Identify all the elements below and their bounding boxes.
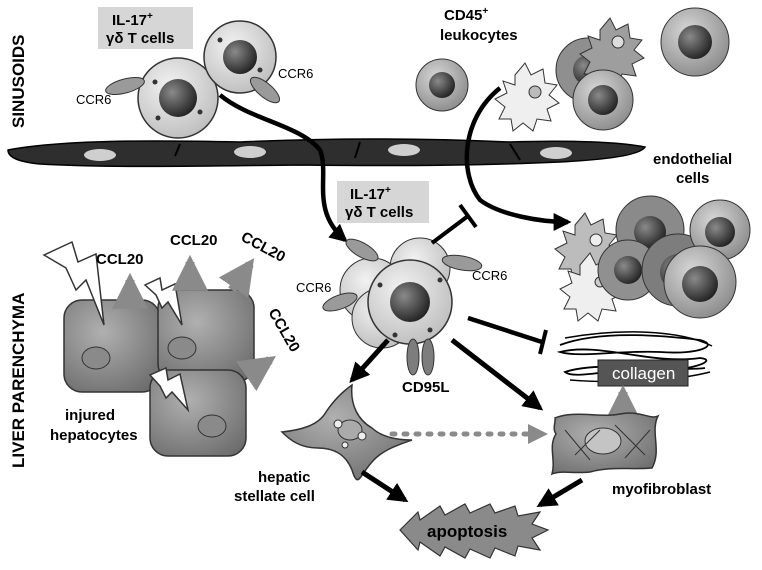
myofibroblast-to-apoptosis-arrow: [536, 477, 584, 508]
myofibroblast-cell: [550, 412, 660, 476]
leukocyte-recruitment-arrow: [464, 86, 572, 231]
inhibition-collagen-bar: [467, 315, 548, 355]
region-label-liver-parenchyma: LIVER PARENCHYMA: [9, 293, 28, 468]
ccl20-label-c: CCL20: [238, 229, 288, 266]
inhibition-recruitment-bar: [430, 203, 478, 245]
ccl20-label-a: CCL20: [96, 251, 144, 268]
cd45-leukocytes-label: CD45+ leukocytes: [440, 6, 518, 44]
leukocyte-cluster-sinusoid: [415, 7, 730, 132]
gd-t-cell-cluster-parenchyma: [322, 237, 483, 376]
injured-hepatocytes: [63, 289, 255, 457]
ccl20-label-d: CCL20: [265, 306, 303, 356]
myofibroblast-label: myofibroblast: [612, 481, 711, 498]
ccl20-label-b: CCL20: [170, 232, 218, 249]
ccr6-label-d: CCR6: [296, 280, 331, 295]
gd-t-cell-migration-arrow: [218, 93, 348, 243]
svg-text:IL-17+: IL-17+: [112, 11, 153, 29]
svg-text:γδ T cells: γδ T cells: [345, 204, 413, 221]
injured-hepatocytes-label-1: injured: [65, 407, 115, 424]
ccl20-arrows: [112, 254, 276, 392]
collagen-label-box: collagen: [597, 359, 689, 387]
ccr6-label-b: CCR6: [278, 66, 313, 81]
svg-text:collagen: collagen: [612, 364, 675, 383]
svg-text:CD45+: CD45+: [444, 6, 488, 24]
il17-gd-t-cells-top-label: IL-17+ γδ T cells: [98, 7, 193, 49]
apoptosis-label: apoptosis: [427, 522, 507, 541]
injured-hepatocytes-label-2: hepatocytes: [50, 427, 138, 444]
stellate-cell-label-1: hepatic: [258, 469, 311, 486]
gd-t-cell-sinusoid-left: [105, 57, 219, 139]
ccr6-label-c: CCR6: [472, 268, 507, 283]
il17-gd-t-cells-mid-label: IL-17+ γδ T cells: [337, 181, 429, 223]
endothelial-cells-label-2: cells: [676, 170, 709, 187]
leukocyte-cluster-parenchyma: [554, 195, 751, 322]
endothelial-cells-label-1: endothelial: [653, 151, 732, 168]
transdifferentiation-arrow: [389, 424, 548, 444]
endothelial-layer: [7, 138, 647, 168]
region-label-sinusoids: SINUSOIDS: [9, 34, 28, 128]
apoptosis-burst: [399, 503, 550, 559]
svg-text:leukocytes: leukocytes: [440, 27, 518, 44]
ccr6-label-a: CCR6: [76, 92, 111, 107]
gd-t-cell-sinusoid-right: [203, 20, 281, 104]
arrow-to-stellate-cell: [349, 338, 390, 383]
svg-text:IL-17+: IL-17+: [350, 185, 391, 203]
cd95l-label: CD95L: [402, 379, 450, 396]
hepatic-stellate-cell: [280, 383, 413, 481]
arrow-to-myofibroblast: [450, 338, 544, 411]
svg-text:γδ T cells: γδ T cells: [106, 30, 174, 47]
stellate-cell-label-2: stellate cell: [234, 488, 315, 505]
stellate-to-apoptosis-arrow: [360, 469, 409, 503]
